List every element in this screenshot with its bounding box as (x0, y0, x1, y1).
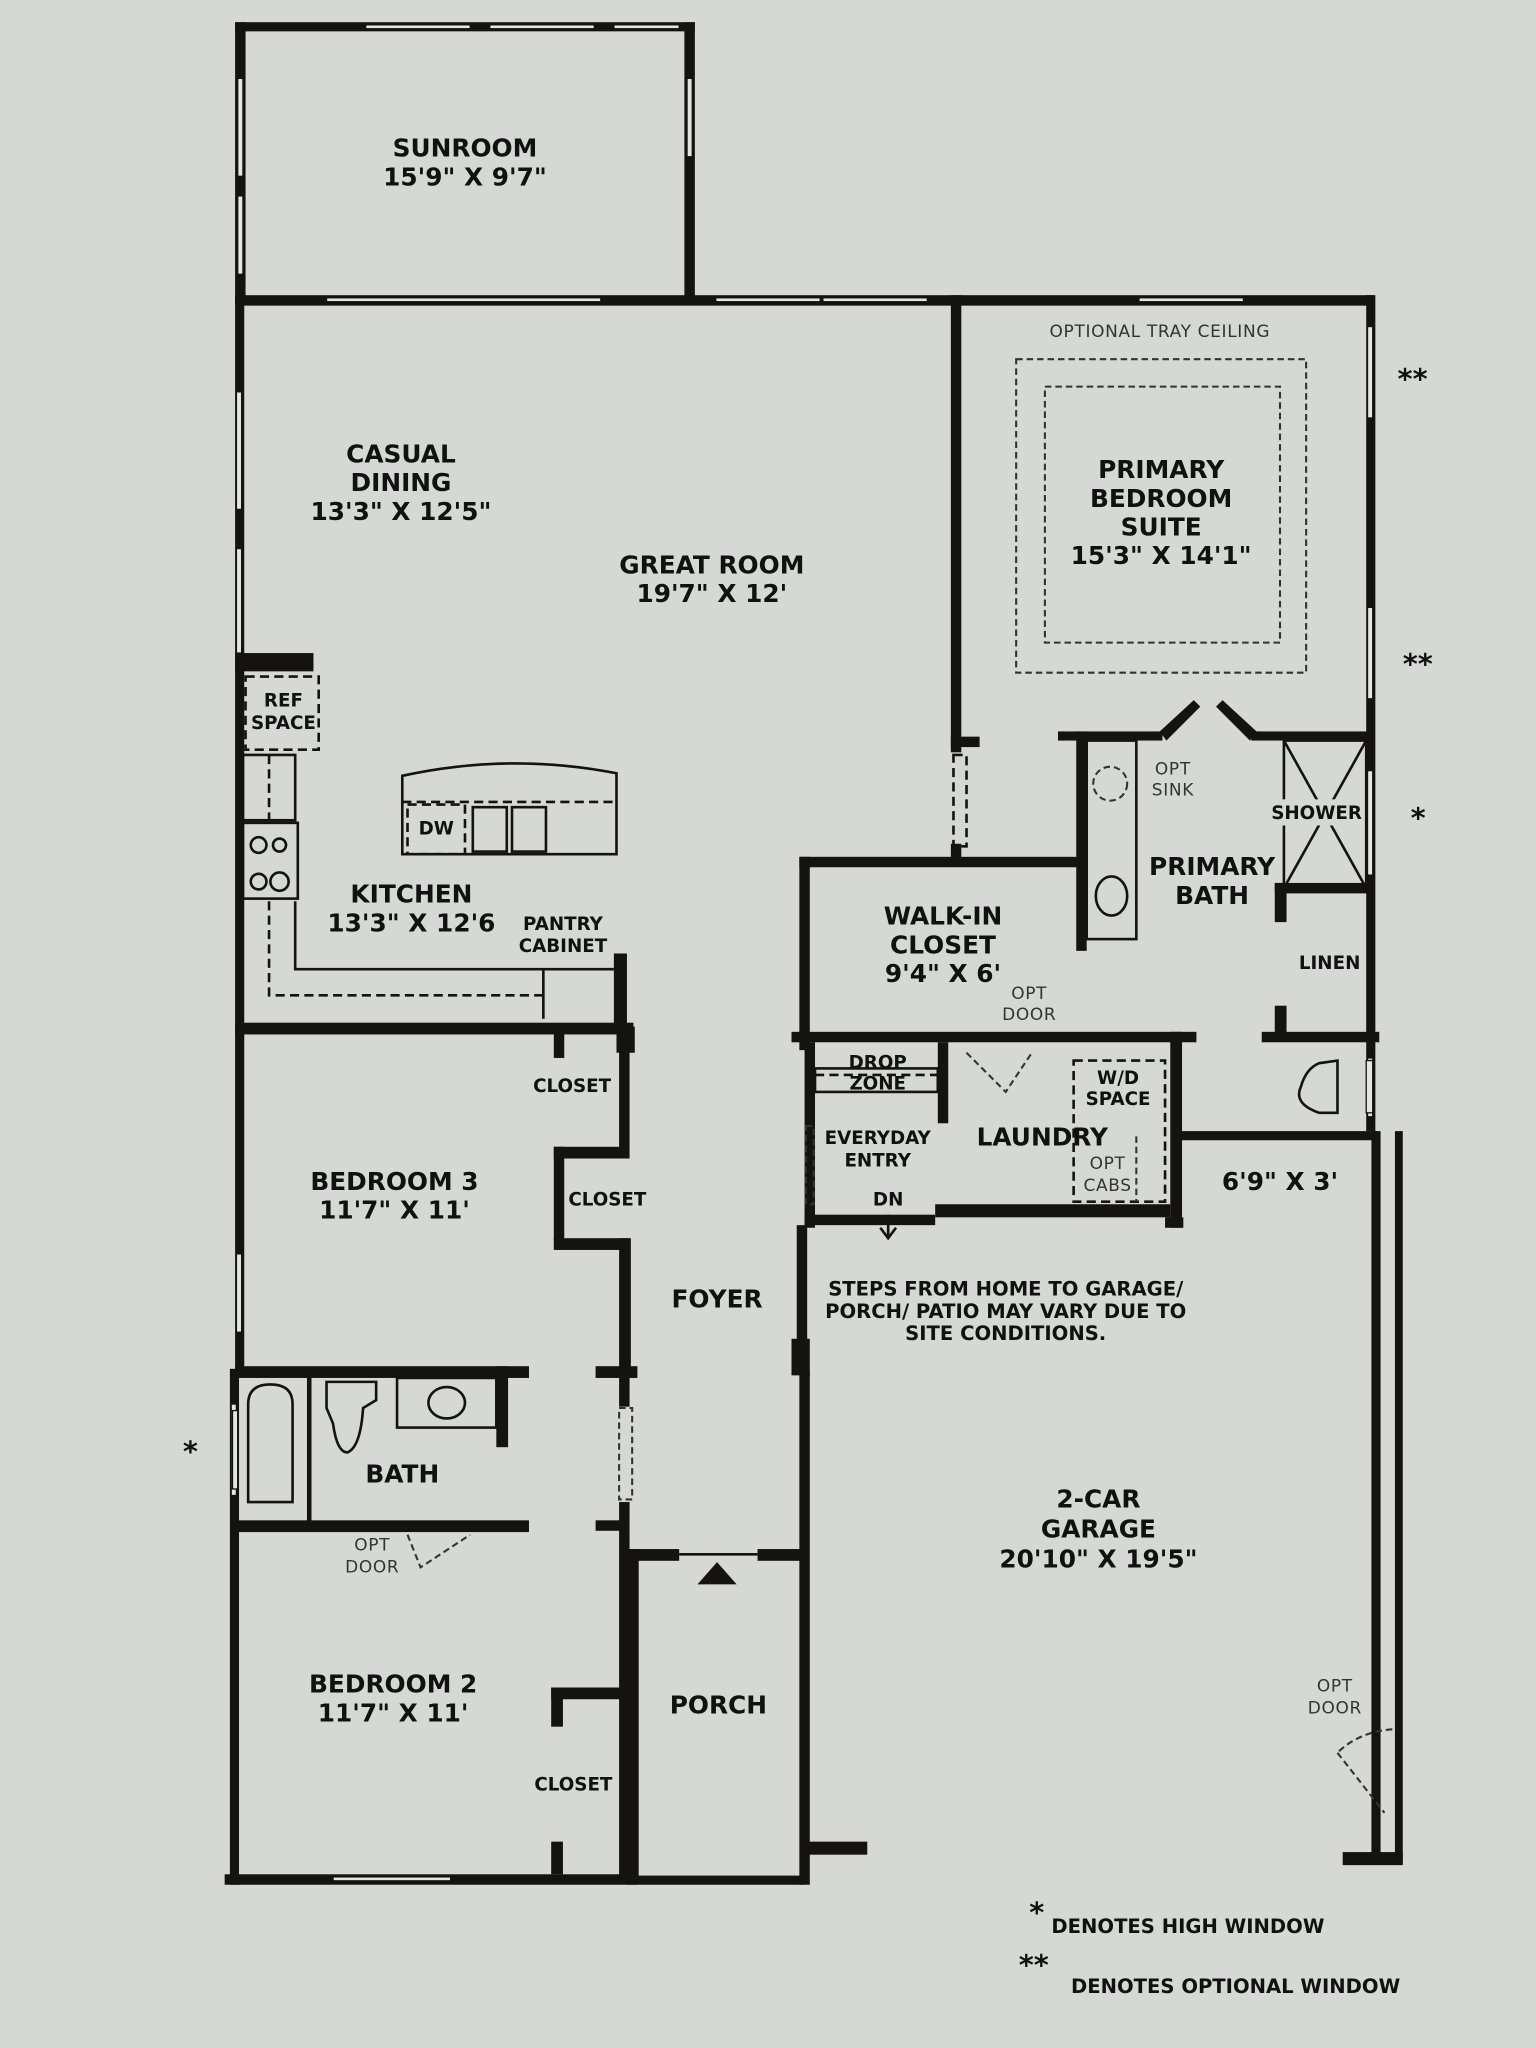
linen-label: LINEN (1299, 953, 1361, 974)
kitchen-size: 13'3" X 12'6 (327, 908, 495, 937)
opt-sink-2: SINK (1152, 780, 1194, 800)
opt-cabs-1: OPT (1090, 1154, 1126, 1174)
great-room-size: 19'7" X 12' (636, 579, 787, 608)
sunroom-walls (235, 22, 695, 304)
porch-name: PORCH (670, 1691, 767, 1720)
primary-bedroom-name-3: SUITE (1121, 513, 1202, 542)
drop-zone-2: ZONE (849, 1073, 906, 1094)
garage-opt-door-2: DOOR (1308, 1699, 1362, 1719)
opt-sink-1: OPT (1155, 760, 1191, 780)
walk-in-closet-size: 9'4" X 6' (885, 959, 1001, 988)
bath-opt-door-2: DOOR (345, 1558, 399, 1578)
shower-label: SHOWER (1271, 803, 1362, 824)
water-closet-size: 6'9" X 3' (1222, 1167, 1338, 1196)
ref-space-2: SPACE (251, 713, 316, 734)
walk-in-closet-name-1: WALK-IN (884, 902, 1003, 931)
down-label: DN (873, 1190, 903, 1211)
bath-opt-door-1: OPT (354, 1535, 390, 1555)
dishwasher-label: DW (419, 819, 454, 840)
casual-dining-size: 13'3" X 12'5" (311, 497, 492, 526)
bath-name: BATH (365, 1459, 439, 1488)
ref-space-1: REF (264, 691, 303, 712)
everyday-entry-2: ENTRY (844, 1150, 911, 1171)
foyer-name: FOYER (671, 1284, 762, 1313)
optional-window-marker: ** (1403, 647, 1433, 681)
everyday-entry-1: EVERYDAY (825, 1128, 932, 1149)
garage-name-2: GARAGE (1041, 1514, 1156, 1543)
steps-note-1: STEPS FROM HOME TO GARAGE/ (828, 1278, 1184, 1301)
opt-cabs-2: CABS (1083, 1176, 1131, 1196)
laundry-name: LAUNDRY (977, 1122, 1109, 1151)
pantry-2: CABINET (519, 936, 608, 957)
primary-bedroom-name-2: BEDROOM (1090, 484, 1232, 513)
primary-bath-name-1: PRIMARY (1149, 852, 1276, 881)
window-markers: ** ** * * (183, 362, 1433, 1468)
closet-label-1: CLOSET (533, 1076, 612, 1097)
casual-dining-name-1: CASUAL (346, 439, 456, 468)
interior-walls (231, 295, 1393, 1885)
optional-window-marker: ** (1398, 362, 1428, 396)
bedroom-2-name: BEDROOM 2 (309, 1670, 477, 1699)
legend-optional-window-symbol: ** (1019, 1948, 1049, 1982)
pantry-1: PANTRY (523, 914, 604, 935)
closet-label-2: CLOSET (568, 1190, 647, 1211)
garage-size: 20'10" X 19'5" (999, 1544, 1197, 1573)
sunroom-size: 15'9" X 9'7" (383, 162, 547, 191)
wd-space-2: SPACE (1086, 1089, 1151, 1110)
tray-ceiling-label: OPTIONAL TRAY CEILING (1050, 322, 1271, 342)
legend-high-window-symbol: * (1029, 1896, 1044, 1930)
closet-opt-door-2: DOOR (1002, 1005, 1056, 1025)
high-window-marker: * (1411, 801, 1426, 835)
bedroom-3-name: BEDROOM 3 (310, 1167, 478, 1196)
room-labels: SUNROOM 15'9" X 9'7" CASUAL DINING 13'3"… (251, 134, 1362, 1796)
casual-dining-name-2: DINING (351, 468, 452, 497)
bedroom-3-size: 11'7" X 11' (319, 1196, 470, 1225)
primary-bedroom-name-1: PRIMARY (1098, 455, 1225, 484)
steps-note-2: PORCH/ PATIO MAY VARY DUE TO (825, 1300, 1186, 1323)
legend: * DENOTES HIGH WINDOW ** DENOTES OPTIONA… (1019, 1896, 1400, 1999)
sunroom-name: SUNROOM (393, 134, 538, 163)
primary-bedroom-size: 15'3" X 14'1" (1071, 541, 1252, 570)
legend-high-window-text: DENOTES HIGH WINDOW (1051, 1915, 1324, 1938)
drop-zone-1: DROP (849, 1052, 907, 1073)
bedroom-2-size: 11'7" X 11' (318, 1698, 469, 1727)
walk-in-closet-name-2: CLOSET (890, 930, 996, 959)
kitchen-name: KITCHEN (350, 880, 472, 909)
great-room-name: GREAT ROOM (619, 550, 804, 579)
primary-bath-name-2: BATH (1175, 881, 1249, 910)
garage-name-1: 2-CAR (1056, 1484, 1140, 1513)
closet-opt-door-1: OPT (1011, 984, 1047, 1004)
high-window-marker: * (183, 1435, 198, 1469)
wd-space-1: W/D (1097, 1068, 1139, 1089)
steps-note-3: SITE CONDITIONS. (905, 1322, 1106, 1345)
garage-opt-door-1: OPT (1317, 1676, 1353, 1696)
closet-label-3: CLOSET (534, 1775, 613, 1796)
legend-optional-window-text: DENOTES OPTIONAL WINDOW (1071, 1975, 1400, 1998)
